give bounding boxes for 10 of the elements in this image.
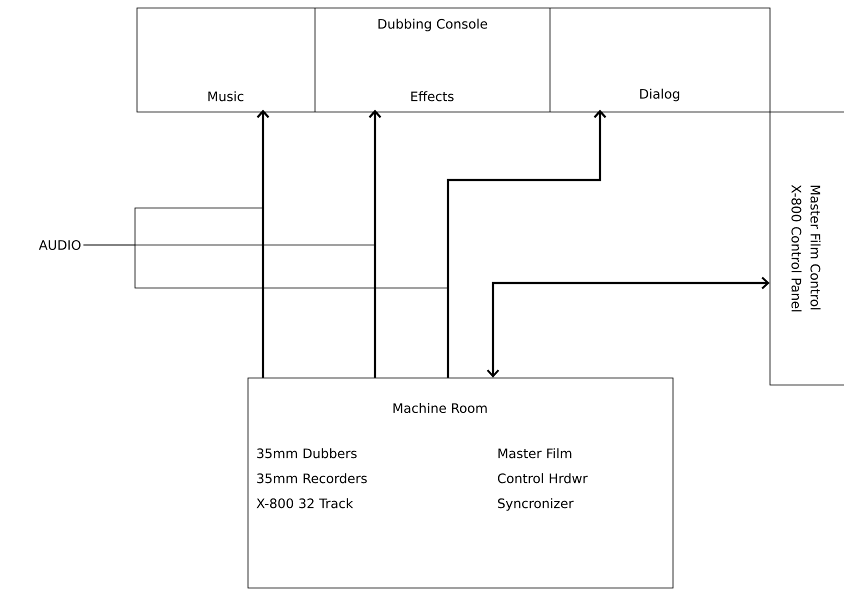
machine-room-box: Machine Room 35mm Dubbers 35mm Recorders X-800 32 Track Master Film Control Hrdwr Syncronizer <box>248 378 674 588</box>
console-section: Dialog <box>640 88 680 102</box>
arrow <box>446 110 606 378</box>
arrow <box>256 110 270 378</box>
console-section: Effects <box>411 91 454 102</box>
audio-label: AUDIO <box>38 240 81 250</box>
console-section: Music <box>208 91 244 102</box>
arrow <box>486 276 770 378</box>
arrow <box>368 110 382 378</box>
control-panel-box: Master Film Control X-800 Control Panel <box>770 112 844 386</box>
